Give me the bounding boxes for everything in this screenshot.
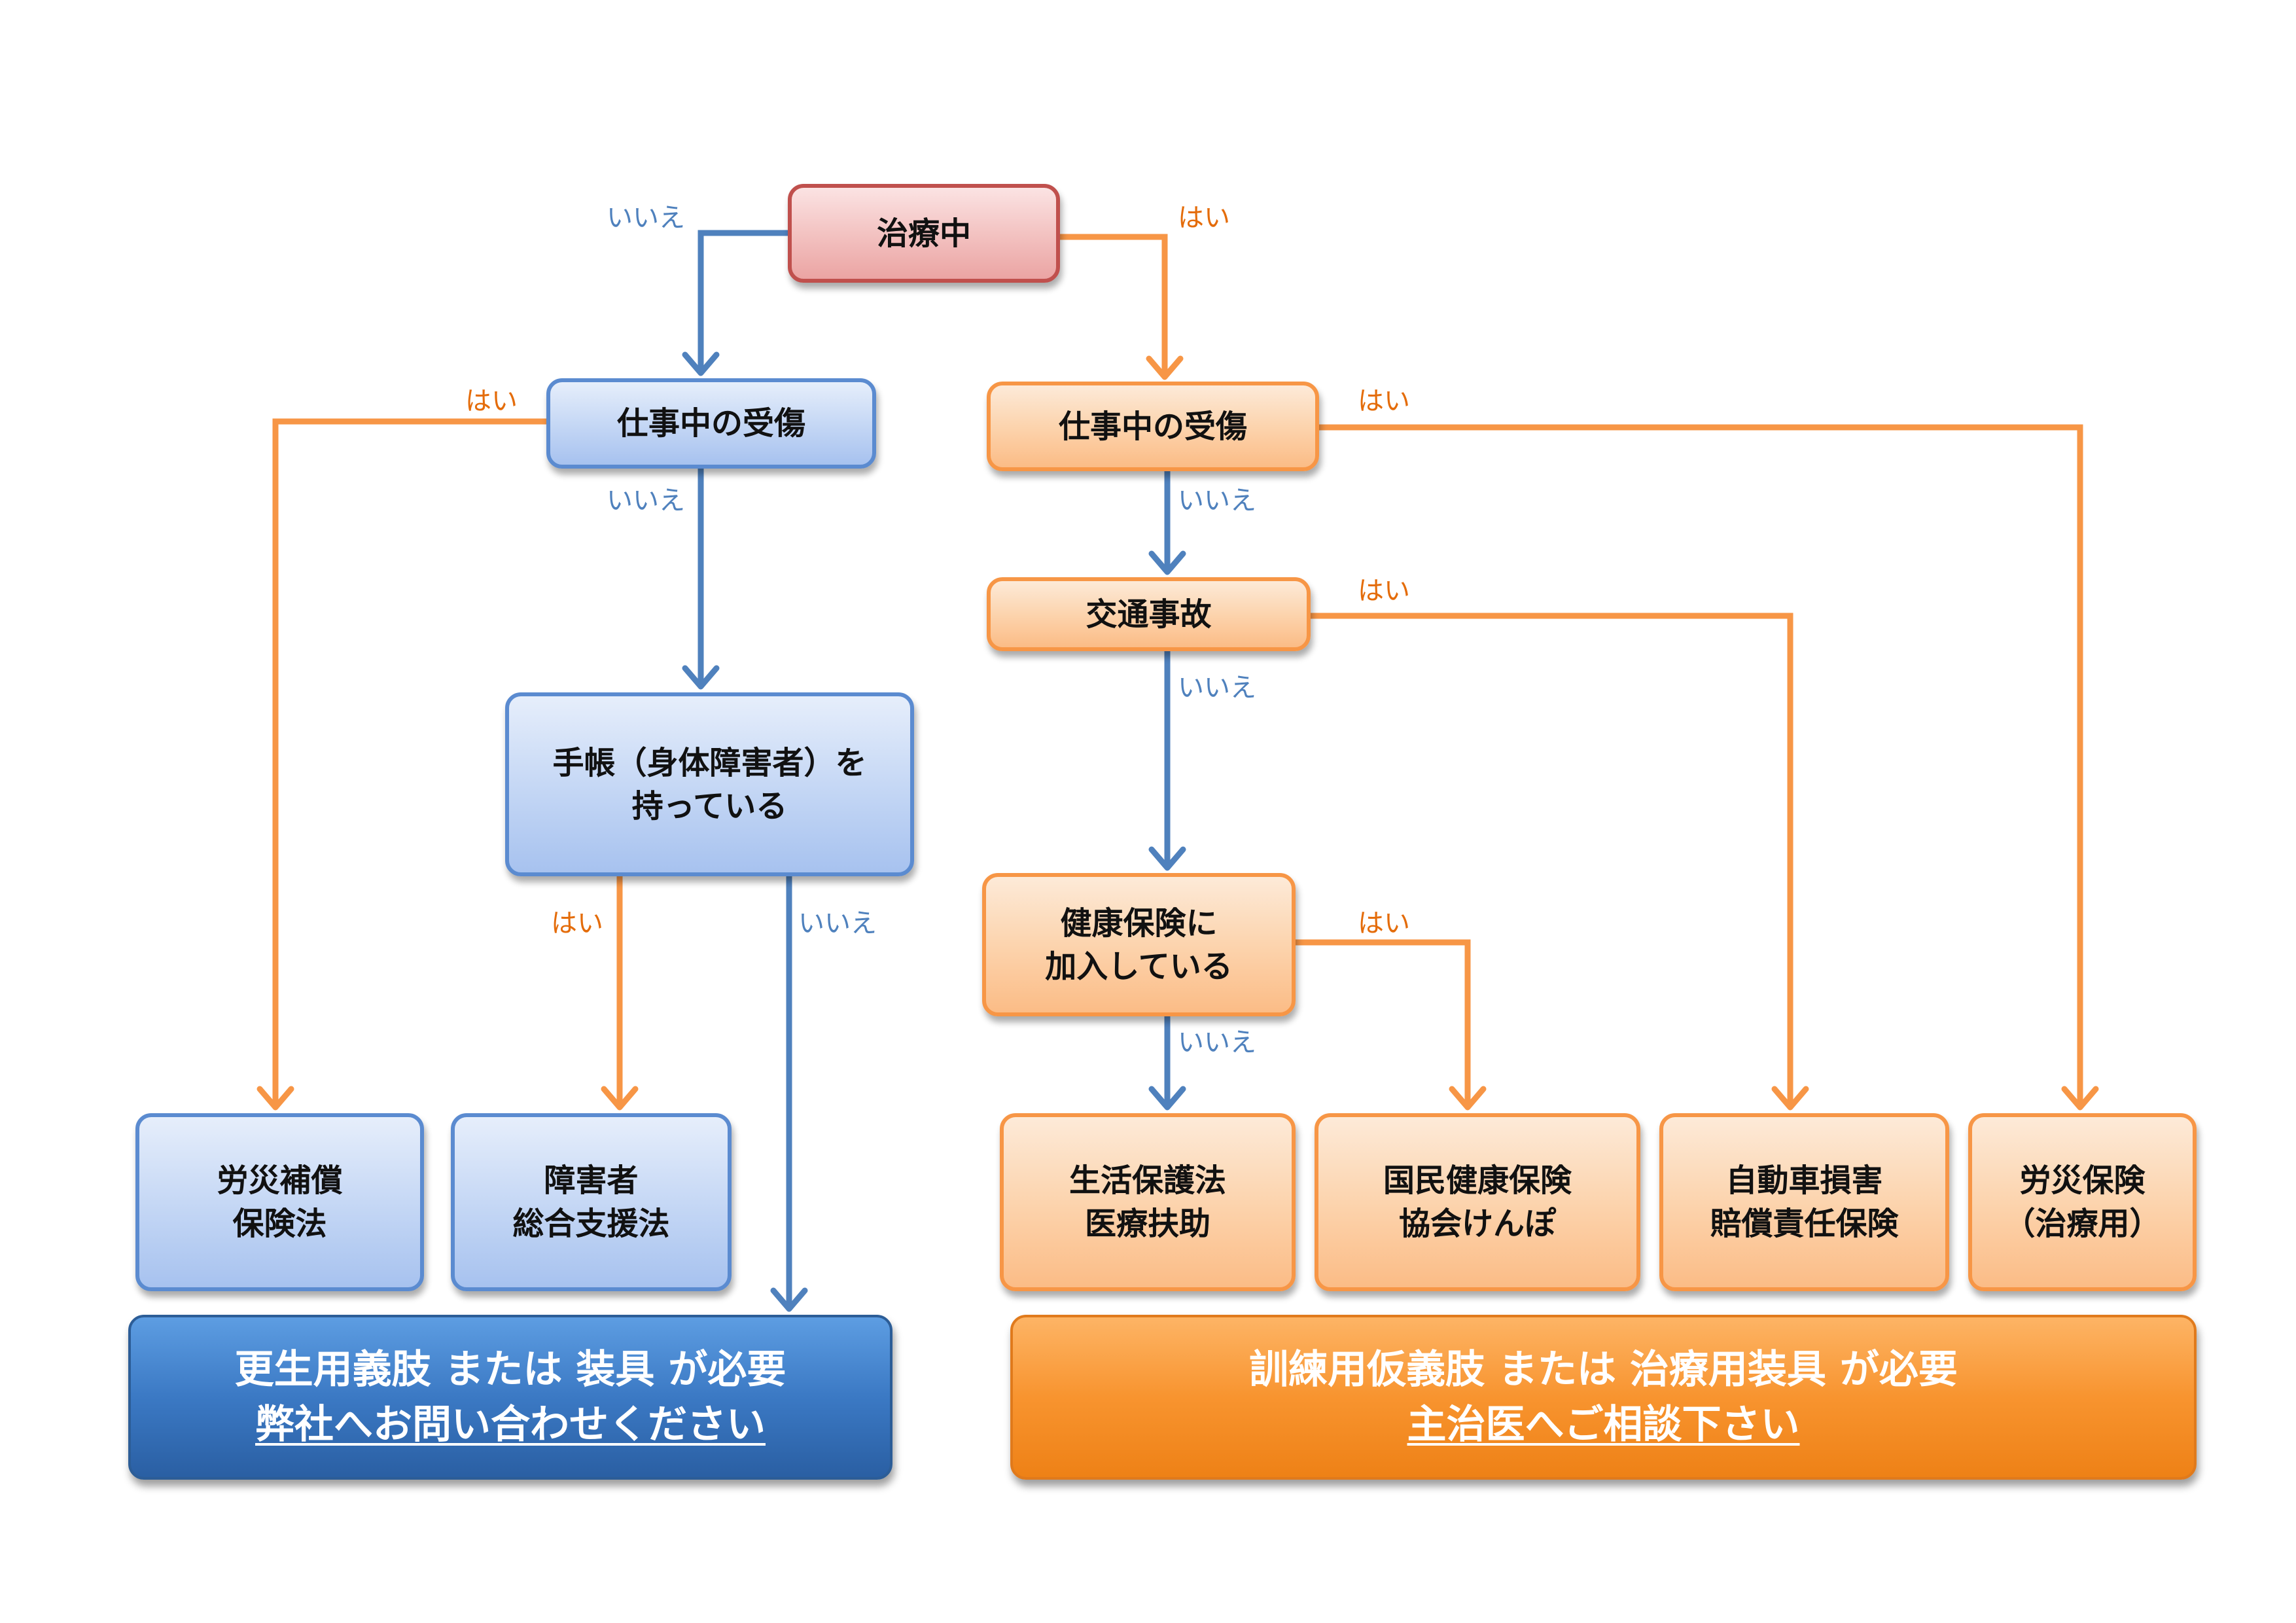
node-auto-liability-line2: 賠償責任保険 — [1710, 1205, 1899, 1242]
node-disability-support-law-line2: 総合支援法 — [512, 1205, 670, 1242]
node-traffic-accident-label: 交通事故 — [1086, 596, 1212, 633]
outcome-left-contact-link[interactable]: 弊社へお問い合わせください — [255, 1402, 766, 1448]
node-national-health-line2: 協会けんぽ — [1398, 1205, 1556, 1242]
node-health-insurance-line1: 健康保険に — [1060, 904, 1218, 942]
node-treatment: 治療中 — [788, 184, 1060, 283]
node-public-assistance-line2: 医療扶助 — [1084, 1205, 1210, 1242]
edge-label-handbook-no: いいえ — [798, 908, 877, 938]
edge-label-traffic-yes: はい — [1358, 576, 1410, 606]
edge-label-handbook-yes: はい — [551, 908, 603, 938]
node-public-assistance-line1: 生活保護法 — [1069, 1162, 1226, 1199]
node-workers-comp-law-line2: 保険法 — [232, 1205, 327, 1242]
node-auto-liability-line1: 自動車損害 — [1725, 1162, 1883, 1199]
node-treatment-label: 治療中 — [876, 215, 971, 252]
node-work-injury-left-label: 仕事中の受傷 — [616, 405, 805, 442]
edge-traffic-yes — [1307, 613, 1809, 1111]
edge-label-work-left-yes: はい — [465, 386, 518, 416]
node-workers-comp-insurance: 労災保険 （治療用） — [1968, 1113, 2197, 1291]
node-work-injury-right-label: 仕事中の受傷 — [1058, 408, 1247, 445]
edge-label-health-no: いいえ — [1178, 1027, 1256, 1058]
edge-work-right-yes — [1315, 424, 2099, 1111]
node-workers-comp-insurance-line2: （治療用） — [2004, 1205, 2161, 1242]
node-national-health: 国民健康保険 協会けんぽ — [1315, 1113, 1640, 1291]
node-public-assistance: 生活保護法 医療扶助 — [1000, 1113, 1296, 1291]
edge-label-health-yes: はい — [1358, 908, 1410, 938]
edge-treatment-yes — [1056, 234, 1184, 380]
outcome-right-line1: 訓練用仮義肢 または 治療用装具 が必要 — [1249, 1347, 1958, 1393]
node-workers-comp-law-line1: 労災補償 — [217, 1162, 343, 1199]
node-disability-handbook-line1: 手帳（身体障害者）を — [552, 744, 867, 781]
outcome-left-line1: 更生用義肢 または 装具 が必要 — [234, 1347, 786, 1393]
edge-treatment-no — [682, 230, 792, 376]
outcome-banner-left: 更生用義肢 または 装具 が必要 弊社へお問い合わせください — [128, 1315, 892, 1480]
edge-label-traffic-no: いいえ — [1178, 673, 1256, 703]
edge-label-work-left-no: いいえ — [607, 486, 685, 516]
node-work-injury-right: 仕事中の受傷 — [987, 382, 1319, 471]
node-disability-support-law-line1: 障害者 — [544, 1162, 639, 1199]
node-health-insurance: 健康保険に 加入している — [982, 873, 1296, 1016]
node-disability-handbook: 手帳（身体障害者）を 持っている — [505, 692, 914, 876]
node-disability-handbook-line2: 持っている — [631, 787, 788, 825]
edge-label-work-right-no: いいえ — [1178, 486, 1256, 516]
edge-label-work-right-yes: はい — [1358, 386, 1410, 416]
node-workers-comp-insurance-line1: 労災保険 — [2019, 1162, 2146, 1199]
node-health-insurance-line2: 加入している — [1045, 948, 1233, 985]
node-workers-comp-law: 労災補償 保険法 — [135, 1113, 424, 1291]
node-auto-liability: 自動車損害 賠償責任保険 — [1659, 1113, 1949, 1291]
edge-label-treatment-yes: はい — [1178, 203, 1230, 233]
node-work-injury-left: 仕事中の受傷 — [546, 378, 876, 469]
node-national-health-line1: 国民健康保険 — [1383, 1162, 1572, 1199]
outcome-banner-right: 訓練用仮義肢 または 治療用装具 が必要 主治医へご相談下さい — [1010, 1315, 2197, 1480]
node-traffic-accident: 交通事故 — [987, 577, 1311, 651]
outcome-right-consult-link[interactable]: 主治医へご相談下さい — [1407, 1402, 1800, 1448]
edge-label-treatment-no: いいえ — [607, 203, 685, 233]
node-disability-support-law: 障害者 総合支援法 — [451, 1113, 732, 1291]
edge-health-yes — [1292, 939, 1487, 1111]
edge-work-left-yes — [256, 418, 550, 1111]
